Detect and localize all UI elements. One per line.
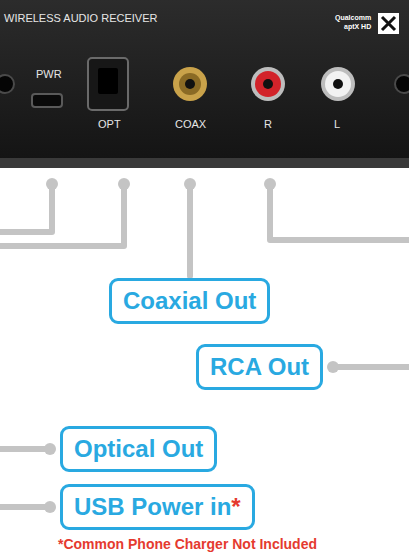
rca-jack-right (263, 79, 273, 89)
port-name: R (264, 118, 272, 131)
brand-logo-text: Qualcomm (335, 14, 371, 22)
port-label-box: Coaxial Out (109, 278, 270, 324)
micro-usb-port (32, 94, 62, 107)
device-body (0, 0, 409, 160)
box-label: USB Power in (74, 493, 231, 520)
leader-dot (44, 501, 56, 513)
box-label: RCA Out (210, 353, 309, 380)
device-name: WIRELESS AUDIO RECEIVER (4, 12, 157, 25)
footnote: *Common Phone Charger Not Included (58, 536, 317, 552)
coax-jack (173, 67, 207, 101)
screw-hole (0, 75, 14, 93)
brand-logo-text: aptX HD (344, 23, 371, 31)
coax-jack (185, 79, 195, 89)
rca-jack-left (325, 71, 351, 97)
port-name: L (334, 118, 340, 131)
leader-dot (118, 178, 130, 190)
leader-line (333, 364, 409, 370)
coax-jack (179, 73, 201, 95)
leader-dot (327, 361, 339, 373)
aptx-logo (382, 17, 395, 30)
leader-line (270, 184, 409, 240)
optical-port-inner (98, 68, 118, 94)
box-label: Coaxial Out (123, 287, 256, 314)
aptx-logo (378, 13, 399, 34)
leader-line (0, 184, 52, 232)
optical-port (88, 58, 128, 110)
port-name: OPT (98, 118, 121, 131)
port-name: PWR (36, 68, 62, 81)
port-name: COAX (175, 118, 206, 131)
rca-jack-right (251, 67, 285, 101)
port-label-box: Optical Out (60, 426, 217, 472)
device-bevel (0, 158, 409, 168)
box-label: Optical Out (74, 435, 203, 462)
leader-line (0, 184, 124, 246)
rca-jack-left (321, 67, 355, 101)
leader-lines (0, 184, 409, 507)
asterisk-mark: * (231, 493, 240, 520)
port-label-box: RCA Out (196, 344, 323, 390)
leader-dot (184, 178, 196, 190)
screw-hole (395, 75, 409, 93)
leader-dot (46, 178, 58, 190)
rca-jack-right (255, 71, 281, 97)
leader-dot (264, 178, 276, 190)
leader-dot (44, 443, 56, 455)
leader-line (187, 184, 193, 276)
leader-dots (44, 178, 339, 513)
leader-line (0, 446, 50, 452)
port-label-box: USB Power in* (60, 484, 255, 530)
rca-jack-left (333, 79, 343, 89)
leader-line (0, 504, 50, 510)
